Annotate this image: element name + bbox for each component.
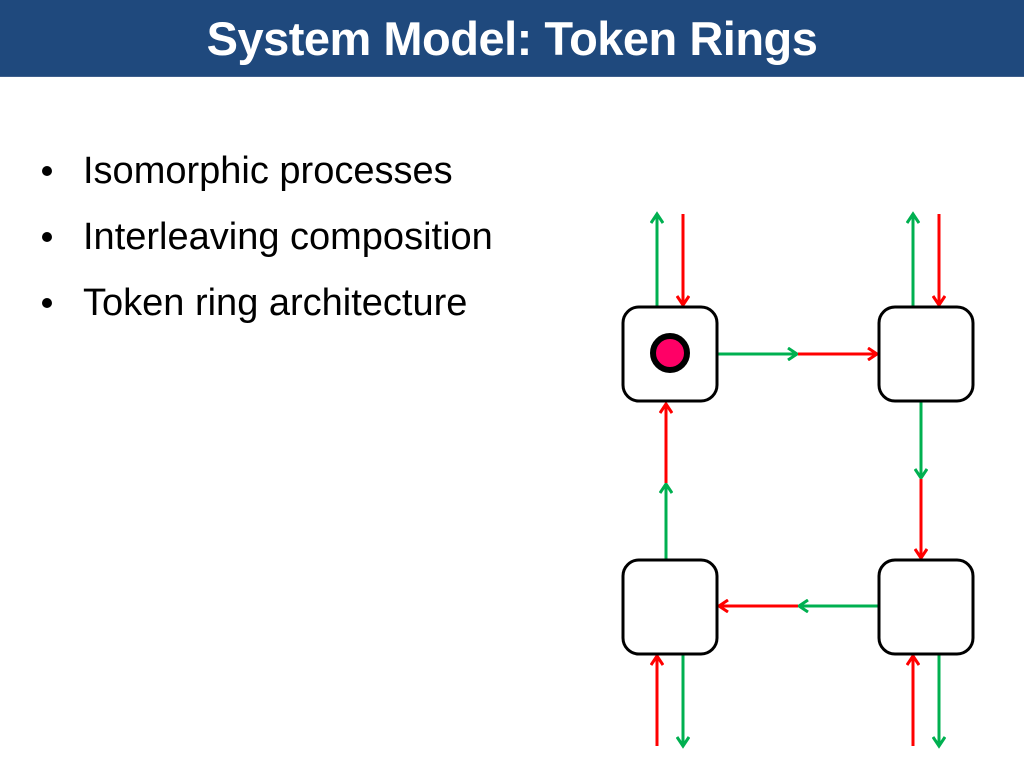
arrows-layer [657, 214, 939, 746]
process-node-top-right [877, 305, 975, 403]
title-bar: System Model: Token Rings [0, 0, 1024, 77]
process-box [877, 558, 975, 656]
process-node-top-left [621, 305, 719, 403]
bullet-dot-icon [42, 298, 52, 308]
process-box [877, 305, 975, 403]
process-boxes-layer [621, 305, 975, 656]
process-node-bottom-right [877, 558, 975, 656]
bullet-text: Interleaving composition [83, 216, 493, 258]
bullet-text: Token ring architecture [83, 282, 468, 324]
process-node-bottom-left [621, 558, 719, 656]
token-icon [650, 333, 690, 373]
process-box [621, 558, 719, 656]
bullet-text: Isomorphic processes [83, 150, 453, 192]
slide-title: System Model: Token Rings [206, 12, 818, 65]
bullet-dot-icon [42, 232, 52, 242]
bullet-dot-icon [42, 166, 52, 176]
